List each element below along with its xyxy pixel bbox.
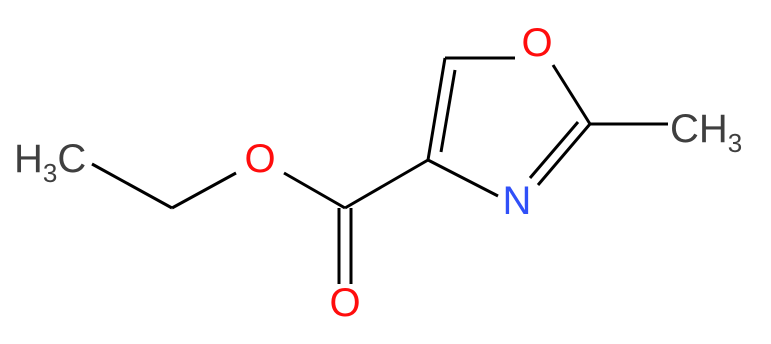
bond-c4-c5 (426, 57, 447, 161)
atom-labels: H3C O O O N CH3 (14, 21, 742, 325)
bond-c2-nitrogen-inner (528, 121, 580, 179)
left-methyl-label: H3C (14, 137, 86, 188)
left-methyl-h: H (14, 137, 43, 181)
bond-c2-nitrogen (536, 123, 592, 186)
bond-c4-c5-inner (439, 69, 457, 153)
ring-nitrogen-label: N (503, 179, 532, 223)
bond-ring-oxygen-c2 (551, 64, 592, 125)
right-methyl-subscript: 3 (728, 128, 742, 158)
bond-nitrogen-c4 (427, 158, 499, 198)
bond-ester-oxygen-carbonyl-carbon (283, 171, 346, 210)
right-methyl-label: CH3 (670, 107, 742, 158)
bond-methyl-methylene (91, 162, 173, 210)
ring-oxygen-label: O (521, 21, 552, 65)
bond-carbonyl-ring-c4 (344, 158, 429, 210)
ester-oxygen-label: O (244, 137, 275, 181)
right-methyl-ch: CH (670, 107, 728, 151)
bond-methylene-ester-oxygen (171, 171, 237, 210)
left-methyl-subscript: 3 (43, 158, 57, 188)
bonds (91, 56, 668, 284)
left-methyl-c: C (57, 137, 86, 181)
carbonyl-oxygen-label: O (329, 281, 360, 325)
